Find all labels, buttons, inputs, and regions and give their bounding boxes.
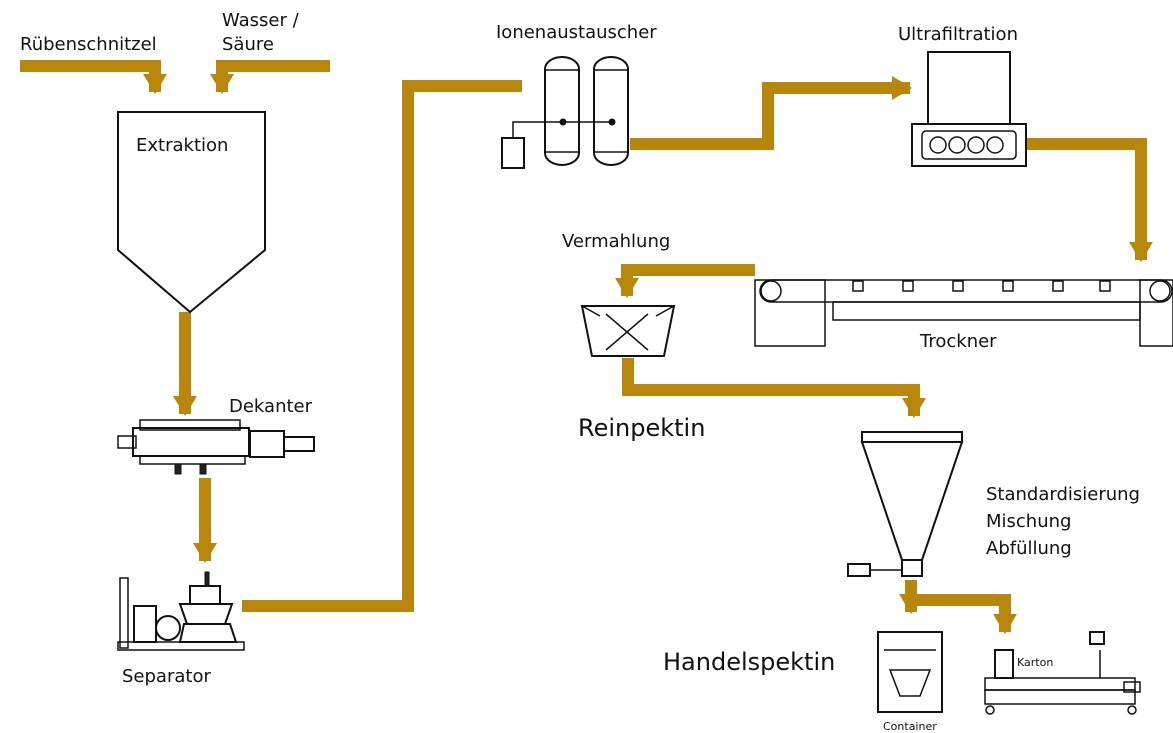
- label-handelspektin: Handelspektin: [663, 648, 835, 676]
- pipe-vermahlung-to-mischer: [622, 358, 926, 418]
- label-vermahlung: Vermahlung: [562, 231, 670, 252]
- labels: Rübenschnitzel Wasser / Säure Extraktion…: [20, 10, 1140, 733]
- ultrafiltration-unit: [911, 51, 1027, 167]
- label-ultrafiltration: Ultrafiltration: [898, 24, 1018, 45]
- separator-machine: [117, 571, 245, 651]
- label-reinpektin: Reinpektin: [578, 414, 705, 442]
- pipe-separator-to-ionenaustauscher: [242, 80, 522, 612]
- label-container: Container: [883, 720, 937, 733]
- label-dekanter: Dekanter: [229, 396, 313, 417]
- pipe-ionenaustauscher-to-ultrafiltration: [630, 76, 912, 150]
- karton-packing-line: [984, 631, 1141, 715]
- pipe-wasser-to-extraktion: [210, 60, 330, 94]
- label-trockner: Trockner: [919, 331, 997, 352]
- label-extraktion: Extraktion: [136, 135, 228, 156]
- mischer-cone: [847, 431, 964, 577]
- pipe-ruebenschnitzel-to-extraktion: [20, 60, 167, 94]
- label-ionenaustauscher: Ionenaustauscher: [496, 22, 657, 43]
- vermahlung-mill: [580, 305, 676, 357]
- extraktion-tank: [117, 111, 266, 314]
- label-standardisierung: Standardisierung: [986, 484, 1140, 505]
- pipe-trockner-to-vermahlung: [615, 264, 755, 298]
- label-karton: Karton: [1017, 656, 1053, 669]
- label-mischung: Mischung: [986, 511, 1071, 532]
- label-wasser-line1: Wasser /: [222, 10, 300, 31]
- ionenaustauscher-columns: [501, 56, 629, 169]
- pipe-ultrafiltration-to-trockner: [1027, 138, 1153, 262]
- label-ruebenschnitzel: Rübenschnitzel: [20, 34, 157, 55]
- trockner-belt-dryer: [754, 279, 1173, 347]
- dekanter-machine: [117, 419, 315, 475]
- container-unit: [877, 631, 943, 713]
- label-abfuellung: Abfüllung: [986, 538, 1072, 559]
- label-wasser-line2: Säure: [222, 34, 274, 55]
- pipe-mischer-to-karton: [911, 594, 1017, 634]
- flow-pipes: [20, 60, 1153, 634]
- label-separator: Separator: [122, 666, 211, 687]
